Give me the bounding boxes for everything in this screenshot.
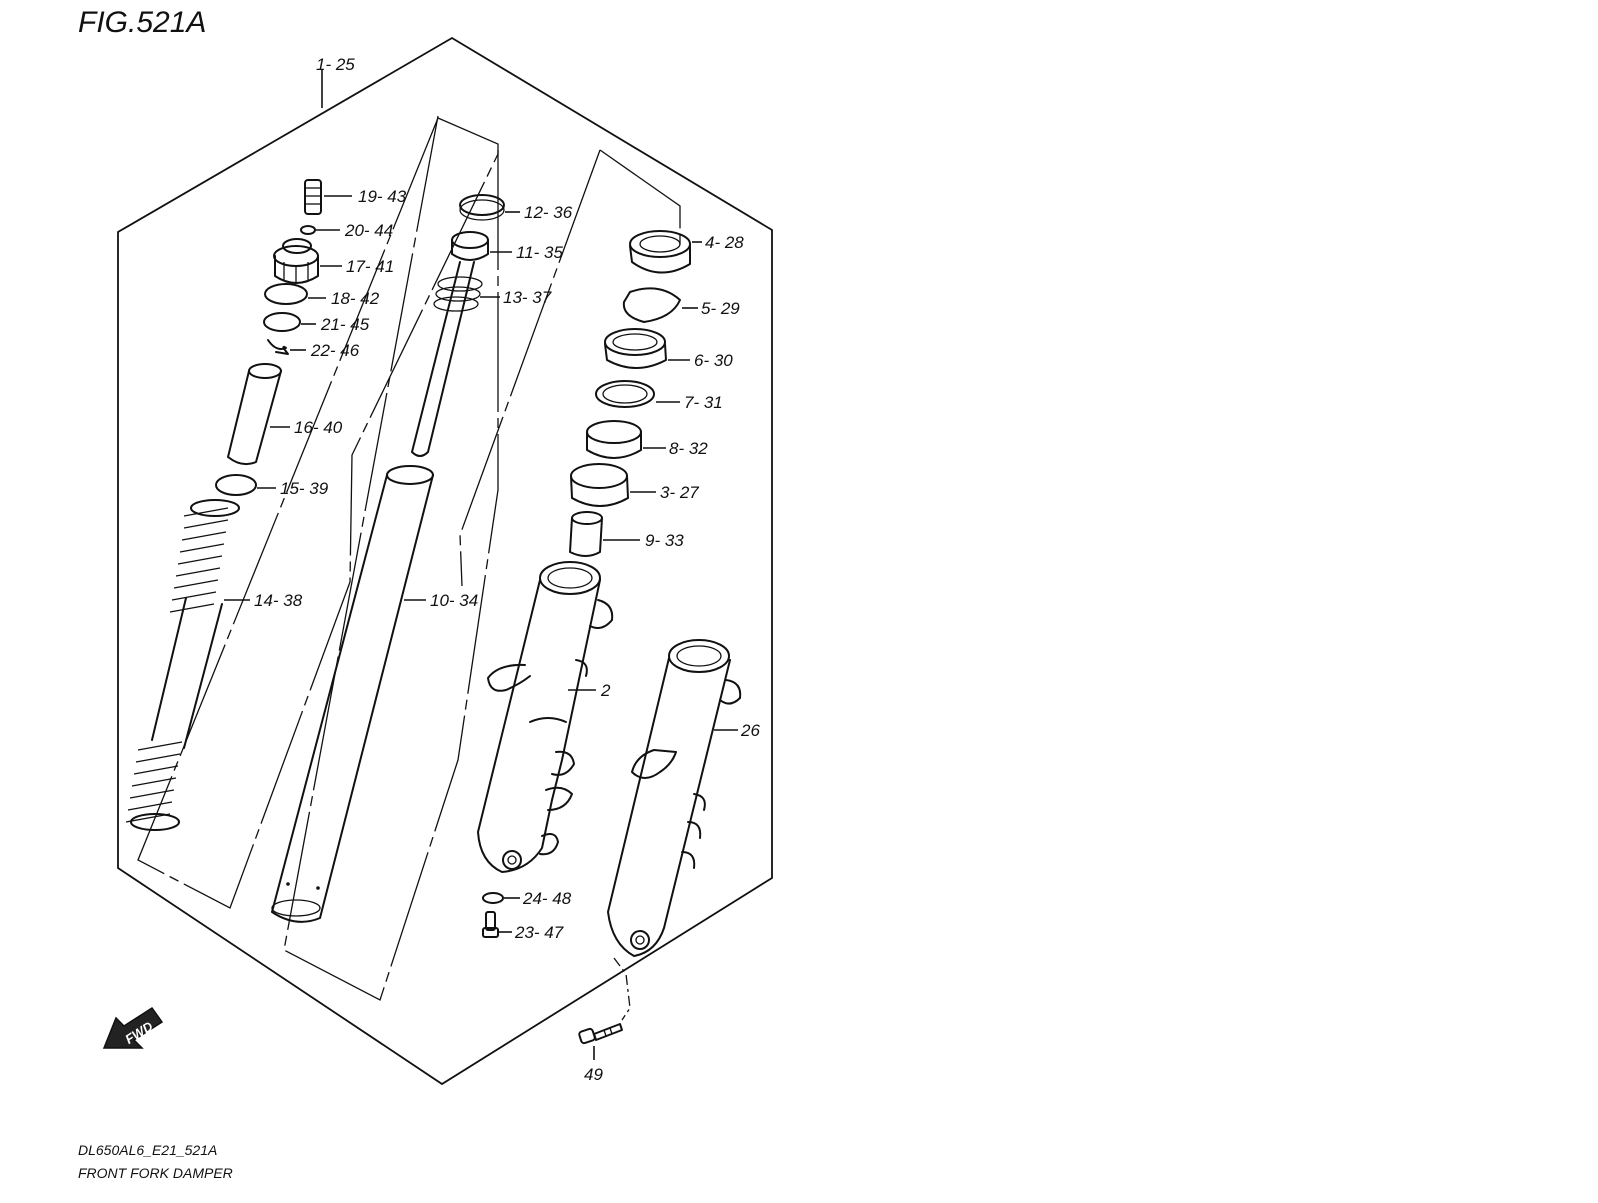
label-5-29: 5- 29 [701, 299, 740, 318]
assembly-frame [117, 36, 773, 1086]
label-26: 26 [740, 721, 760, 740]
part-17-fork-cap [273, 238, 319, 284]
inner-frame-left [137, 117, 499, 909]
fwd-arrow-icon: FWD [102, 1006, 164, 1049]
figure-title: FIG.521A [78, 6, 206, 39]
part-5-stopper-ring [622, 287, 681, 323]
label-4-28: 4- 28 [705, 233, 744, 252]
label-49: 49 [584, 1065, 603, 1084]
part-12-piston-ring [459, 194, 505, 221]
part-16-spacer [227, 363, 282, 466]
part-10-inner-tube [271, 465, 434, 923]
part-22-stopper [267, 339, 289, 355]
label-24-48: 24- 48 [522, 889, 572, 908]
footer-model-code: DL650AL6_E21_521A [78, 1142, 217, 1158]
label-7-31: 7- 31 [684, 393, 723, 412]
assembly-label: 1- 25 [316, 55, 355, 74]
label-9-33: 9- 33 [645, 531, 684, 550]
footer-caption: FRONT FORK DAMPER [78, 1165, 233, 1181]
label-11-35: 11- 35 [516, 243, 563, 262]
part-14-fork-spring [125, 499, 240, 831]
label-6-30: 6- 30 [694, 351, 733, 370]
part-8-slide-bushing [586, 420, 642, 459]
part-20-o-ring [300, 225, 316, 235]
label-13-37: 13- 37 [503, 288, 552, 307]
label-8-32: 8- 32 [669, 439, 708, 458]
part-4-dust-seal [629, 230, 691, 274]
label-19-43: 19- 43 [358, 187, 407, 206]
label-12-36: 12- 36 [524, 203, 573, 222]
label-22-46: 22- 46 [310, 341, 360, 360]
label-21-45: 21- 45 [320, 315, 370, 334]
part-13-rebound-spring [411, 261, 483, 457]
part-15-washer [215, 474, 257, 496]
part-23-damper-rod-bolt [482, 911, 499, 938]
label-14-38: 14- 38 [254, 591, 303, 610]
part-3-slide-bushing [570, 463, 629, 507]
label-3-27: 3- 27 [660, 483, 699, 502]
label-2: 2 [600, 681, 611, 700]
label-15-39: 15- 39 [280, 479, 329, 498]
part-7-oil-seal-retainer [595, 380, 655, 408]
label-18-42: 18- 42 [331, 289, 380, 308]
part-21-washer [263, 312, 301, 332]
label-17-41: 17- 41 [346, 257, 394, 276]
part-9-oil-lock-piece [569, 511, 603, 557]
label-20-44: 20- 44 [344, 221, 393, 240]
part-19-adjuster-bolt [304, 179, 322, 215]
part-11-damper-head [451, 231, 489, 261]
inner-frame-right [459, 149, 681, 587]
part-18-o-ring [264, 283, 308, 305]
part-2-outer-tube-left [477, 561, 614, 873]
part-49-pinch-bolt [578, 1023, 623, 1045]
part-24-gasket [482, 892, 504, 904]
part-6-oil-seal [604, 328, 667, 369]
part-26-outer-tube-right [607, 639, 742, 957]
label-10-34: 10- 34 [430, 591, 478, 610]
label-23-47: 23- 47 [514, 923, 564, 942]
inner-frame-middle [283, 115, 499, 1001]
label-16-40: 16- 40 [294, 418, 343, 437]
